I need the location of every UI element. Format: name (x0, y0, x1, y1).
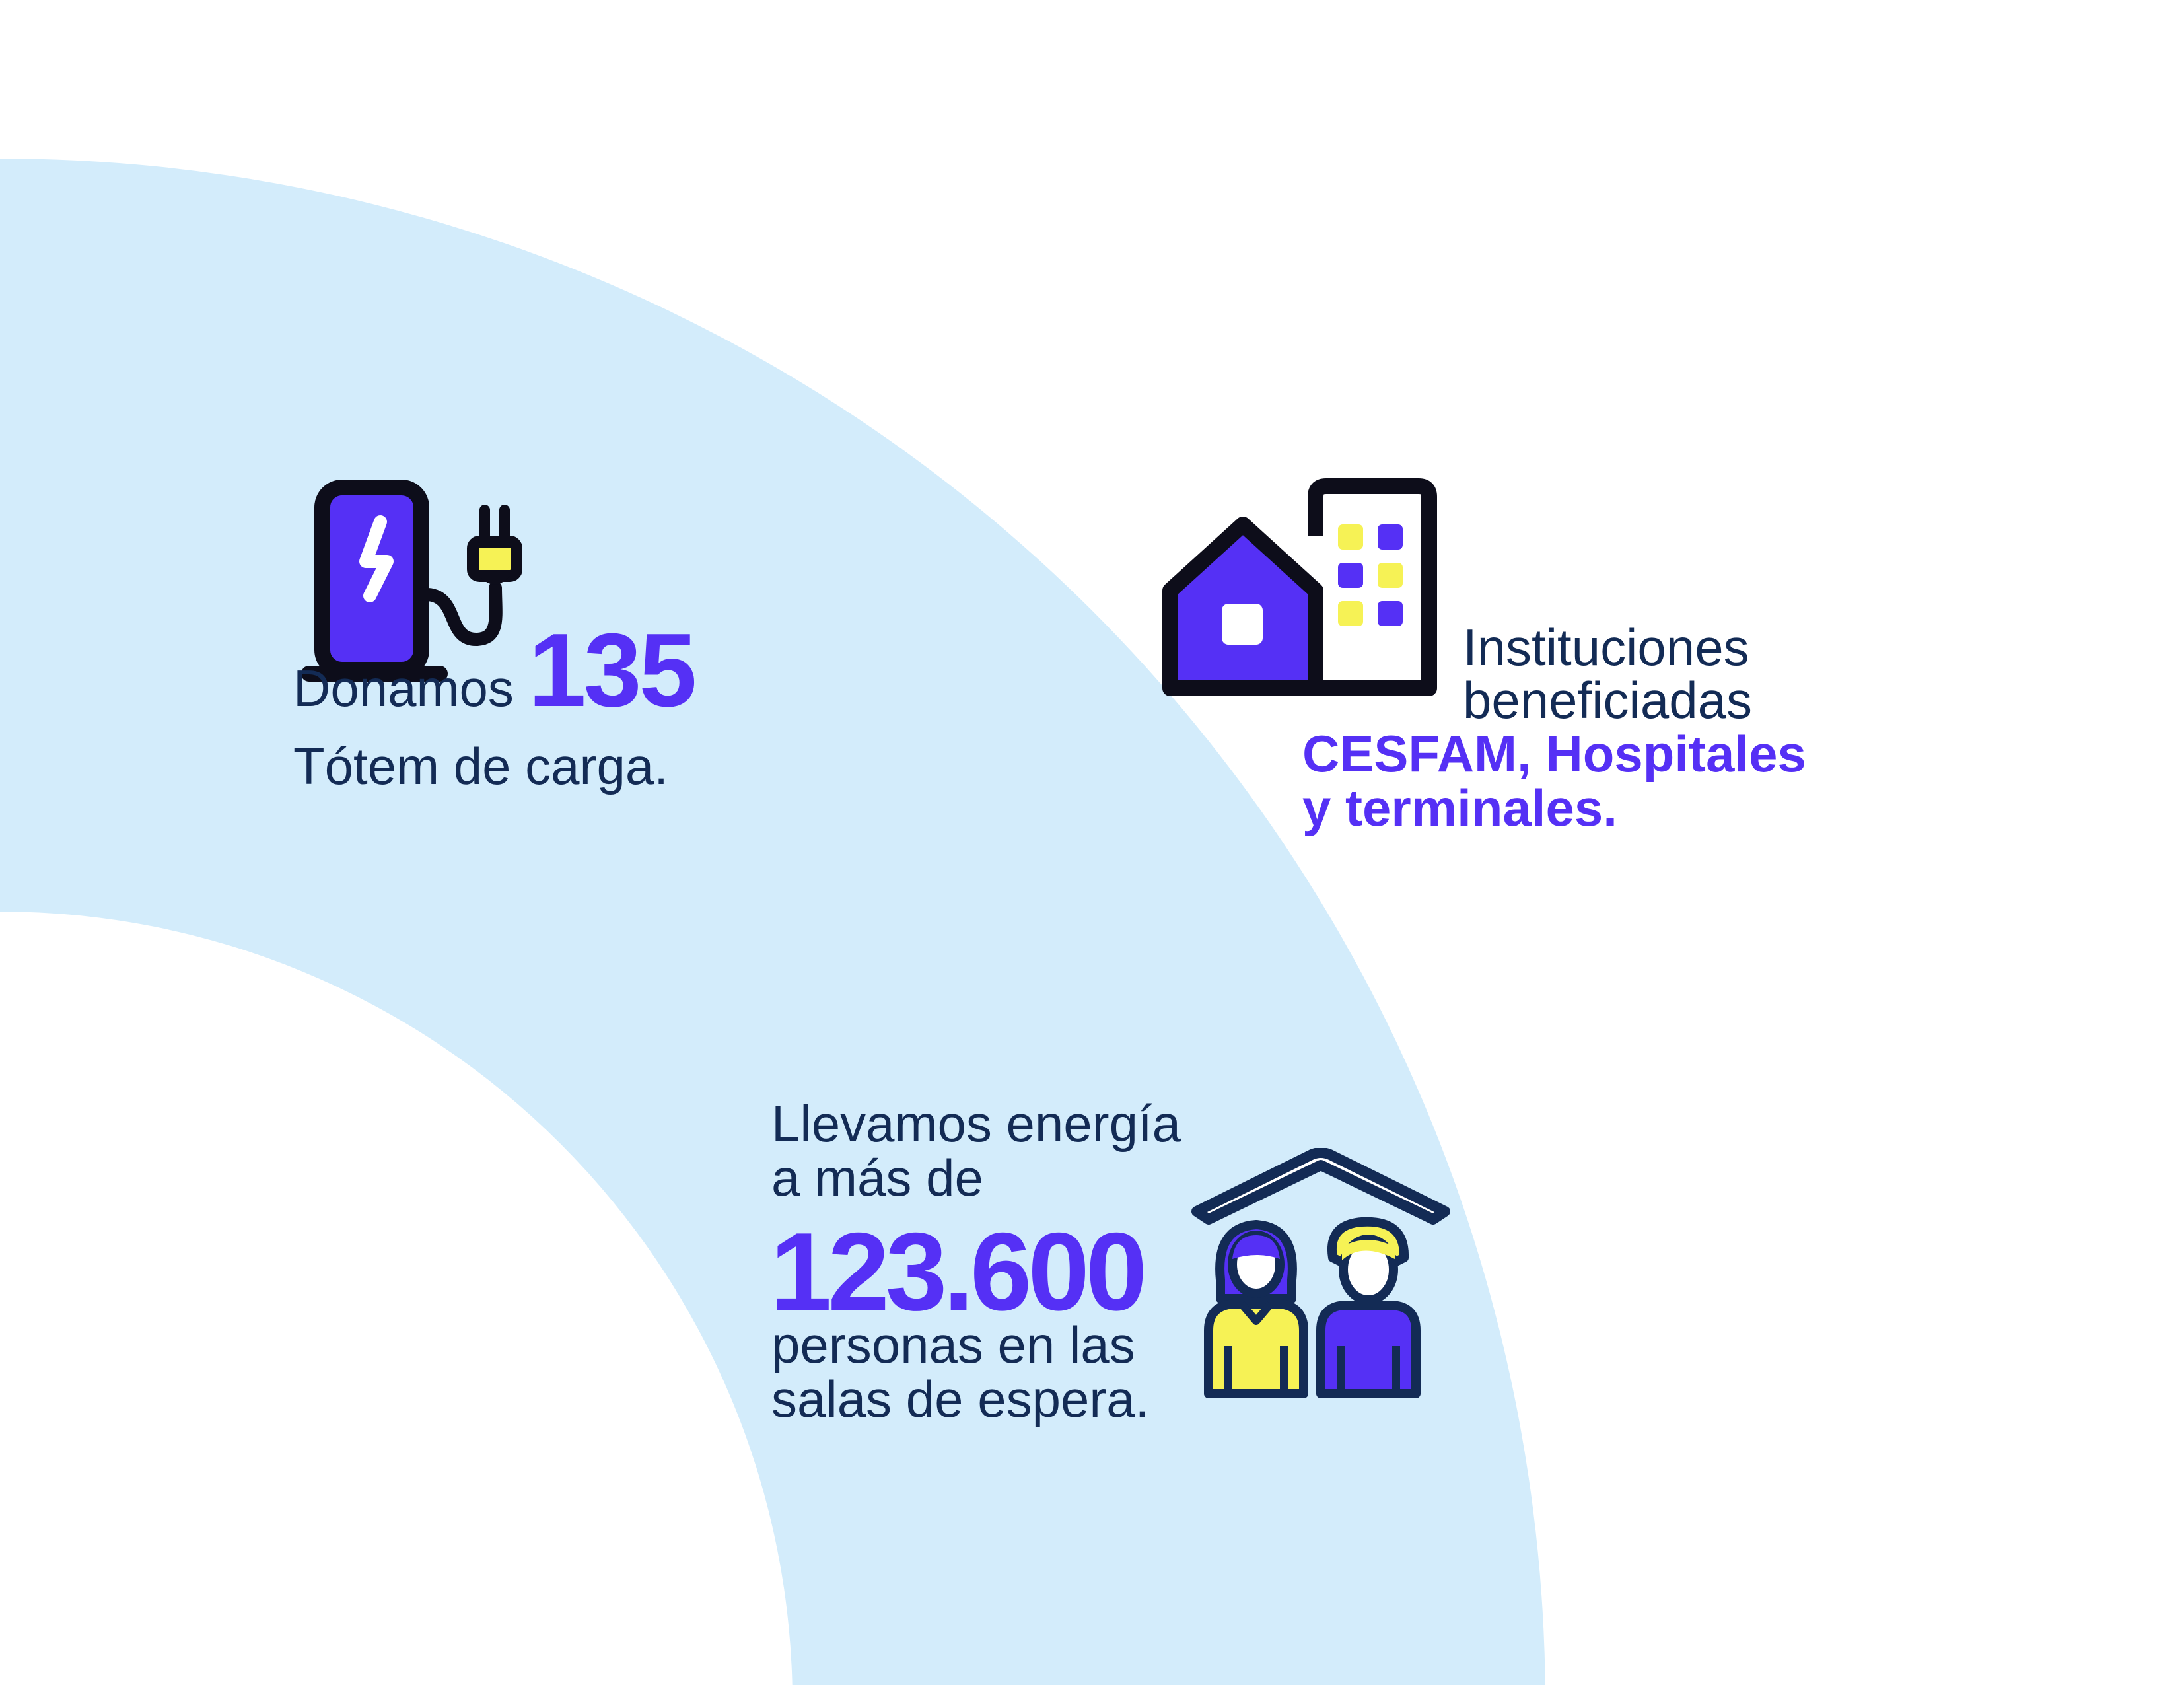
people-outro: personas en las salas de espera. (771, 1318, 1149, 1426)
house-and-building-icon (1162, 478, 1437, 696)
building-window (1378, 601, 1403, 626)
people-intro-line1: Llevamos energía (771, 1094, 1181, 1153)
people-intro-line2: a más de (771, 1149, 983, 1207)
institutions-title: Instituciones beneficiadas (1463, 621, 1752, 727)
plug-head (467, 536, 522, 582)
house-window (1222, 604, 1263, 645)
people-under-roof-icon (1191, 1148, 1450, 1398)
people-number: 123.600 (770, 1209, 1147, 1334)
man-face (1339, 1235, 1398, 1305)
woman-collar (1238, 1301, 1274, 1325)
charging-station-icon (302, 480, 522, 682)
totem-caption: Tótem de carga. (293, 737, 668, 795)
totem-label: Donamos (293, 659, 514, 717)
charging-cable (415, 581, 503, 646)
people-outro-line2: salas de espera. (771, 1370, 1150, 1428)
institutions-title-line2: beneficiadas (1463, 671, 1752, 729)
institutions-highlight-line2: y terminales. (1302, 779, 1617, 837)
building-window (1378, 524, 1403, 550)
people-outro-line1: personas en las (771, 1316, 1135, 1374)
totem-number: 135 (528, 612, 697, 729)
woman-bangs (1232, 1235, 1280, 1259)
people-intro: Llevamos energía a más de (771, 1096, 1181, 1205)
institutions-title-line1: Instituciones (1463, 618, 1749, 676)
building-window (1338, 524, 1363, 550)
institutions-highlight: CESFAM, Hospitales y terminales. (1302, 727, 1806, 835)
plug-neck (479, 576, 510, 585)
building-window (1338, 563, 1363, 588)
building-window (1338, 601, 1363, 626)
arc-band (0, 159, 1545, 1685)
building-outline (1308, 478, 1437, 696)
lightning-bolt (359, 515, 394, 602)
building-window (1378, 563, 1403, 588)
roof (1191, 1148, 1450, 1225)
institutions-highlight-line1: CESFAM, Hospitales (1302, 725, 1806, 783)
man-fringe (1342, 1240, 1395, 1260)
man-body (1316, 1301, 1421, 1398)
